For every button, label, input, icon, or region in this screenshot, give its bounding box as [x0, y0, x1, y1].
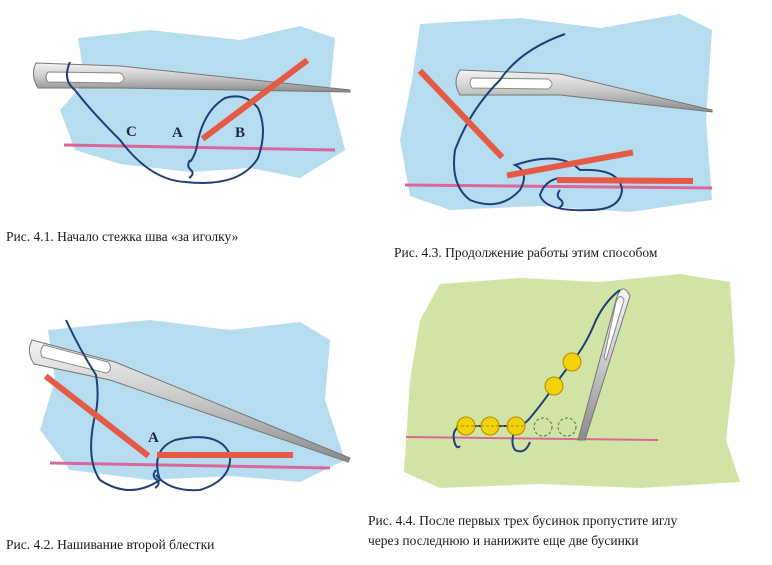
- sequin: [556, 176, 694, 185]
- thread: [453, 33, 624, 212]
- caption-fig-4-1: Рис. 4.1. Начало стежка шва «за иголку»: [6, 229, 239, 244]
- watercolor-wash: [60, 26, 345, 178]
- thread-tail: [187, 159, 194, 179]
- thread-tail: [556, 189, 564, 209]
- label-a: А: [172, 125, 183, 141]
- label-c: С: [126, 124, 137, 140]
- figure-4-2: А: [28, 319, 351, 492]
- figure-4-1: С А В: [32, 26, 351, 184]
- sequin: [200, 57, 310, 142]
- fabric-line: [49, 461, 331, 470]
- watercolor-wash: [404, 274, 740, 488]
- caption-fig-4-4: Рис. 4.4. После первых трех бусинок проп…: [368, 511, 677, 551]
- thread: [65, 61, 264, 184]
- fabric-line: [63, 143, 336, 152]
- caption-line: через последнюю и нанижите еще две бусин…: [368, 533, 639, 548]
- thread-tail: [152, 469, 160, 489]
- fabric-line: [405, 436, 659, 441]
- sequin: [417, 68, 505, 160]
- needle: [455, 69, 713, 113]
- bead-outline: [533, 417, 553, 437]
- caption-fig-4-2: Рис. 4.2. Нашивание второй блестки: [6, 537, 215, 552]
- caption-fig-4-3: Рис. 4.3. Продолжение работы этим способ…: [394, 245, 658, 260]
- caption-line: Рис. 4.4. После первых трех бусинок проп…: [368, 513, 678, 528]
- bead-outline: [557, 417, 577, 437]
- sequin: [506, 149, 634, 179]
- label-b: В: [235, 125, 245, 141]
- figure-4-3: [400, 14, 713, 212]
- figure-4-4: [404, 274, 740, 488]
- thread: [65, 319, 232, 492]
- needle: [28, 339, 351, 463]
- label-a: А: [148, 430, 159, 446]
- watercolor-wash: [400, 14, 712, 212]
- thread: [452, 289, 621, 449]
- bead: [562, 352, 582, 372]
- needle: [577, 288, 631, 441]
- sequin: [43, 373, 151, 459]
- bead: [544, 376, 564, 396]
- fabric-line: [404, 183, 713, 190]
